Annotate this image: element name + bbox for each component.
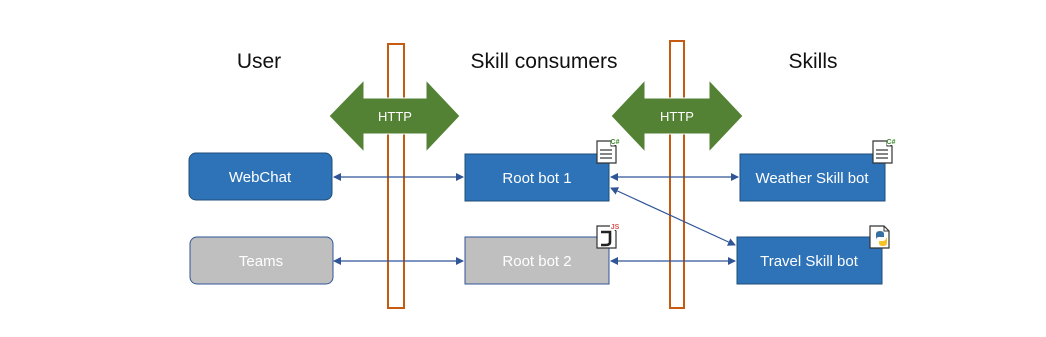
- node-webchat-label: WebChat: [229, 169, 292, 186]
- column-header-skill-consumers: Skill consumers: [470, 50, 617, 73]
- column-header-skills: Skills: [788, 50, 837, 73]
- javascript-file-icon: JS: [596, 223, 620, 249]
- node-webchat[interactable]: WebChat: [188, 152, 333, 201]
- csharp-file-icon: C#: [596, 138, 620, 164]
- node-travel-skill-bot[interactable]: Travel Skill bot: [736, 236, 883, 285]
- node-weather-skill-bot[interactable]: Weather Skill bot: [739, 153, 886, 202]
- http-arrow-right-label: HTTP: [660, 109, 694, 124]
- node-root-bot-1[interactable]: Root bot 1: [464, 153, 610, 202]
- svg-text:C#: C#: [887, 139, 896, 146]
- node-weather-skill-bot-label: Weather Skill bot: [755, 170, 869, 187]
- http-boundary-bar-right: [669, 40, 685, 309]
- http-arrow-right: HTTP: [610, 78, 744, 154]
- http-arrow-left-label: HTTP: [378, 109, 412, 124]
- node-root-bot-2[interactable]: Root bot 2: [464, 236, 610, 285]
- csharp-file-icon: C#: [872, 138, 896, 164]
- svg-text:C#: C#: [611, 139, 620, 146]
- node-root-bot-2-label: Root bot 2: [502, 253, 571, 270]
- node-teams-label: Teams: [239, 253, 283, 270]
- column-header-user: User: [237, 50, 281, 73]
- node-root-bot-1-label: Root bot 1: [502, 170, 571, 187]
- http-arrow-left: HTTP: [328, 78, 461, 154]
- http-boundary-bar-left: [387, 43, 405, 309]
- node-teams[interactable]: Teams: [189, 236, 334, 285]
- node-travel-skill-bot-label: Travel Skill bot: [760, 253, 859, 270]
- svg-text:JS: JS: [611, 224, 620, 231]
- python-file-icon: [869, 225, 890, 249]
- connector-rootbot1-travel: [610, 187, 736, 246]
